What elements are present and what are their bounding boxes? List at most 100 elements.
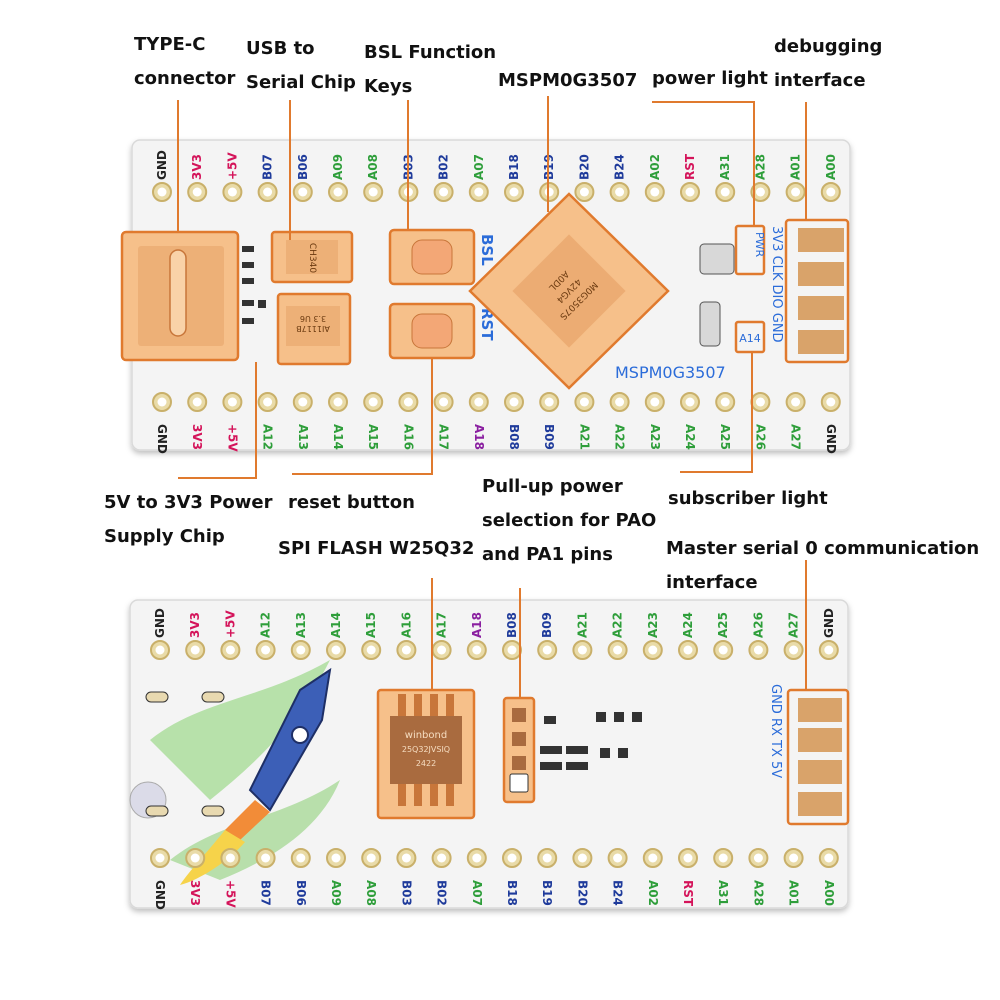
- callout-ldo: 5V to 3V3 Power Supply Chip: [104, 492, 273, 547]
- pin-label-5v: +5V: [223, 880, 237, 908]
- pin-hole: [685, 187, 695, 197]
- reset-button: [388, 302, 476, 360]
- pin-hole: [155, 853, 165, 863]
- callout-sub-light: subscriber light: [668, 488, 828, 509]
- pin-hole: [509, 187, 519, 197]
- ldo-chip: AI1117B 3.3 U6: [276, 292, 352, 366]
- debug-pin-labels: 3V3 CLK DIO GND: [769, 226, 784, 343]
- pin-label-a24: A24: [681, 612, 695, 638]
- user-led: A14: [734, 320, 766, 354]
- pin-hole: [190, 645, 200, 655]
- pin-hole: [263, 397, 273, 407]
- pin-label-b09: B09: [542, 424, 556, 450]
- pin-hole: [718, 645, 728, 655]
- pin-label-b20: B20: [577, 154, 591, 180]
- pin-label-a24: A24: [683, 424, 697, 450]
- pin-hole: [225, 853, 235, 863]
- pin-hole: [685, 397, 695, 407]
- pin-hole: [650, 187, 660, 197]
- callout-pullup: Pull-up power selection for PAO and PA1 …: [482, 476, 657, 565]
- pin-label-a31: A31: [718, 154, 732, 180]
- pin-hole: [296, 645, 306, 655]
- pin-label-b07: B07: [259, 880, 273, 906]
- pin-hole: [437, 853, 447, 863]
- pin-hole: [366, 853, 376, 863]
- pin-label-a18: A18: [472, 424, 486, 450]
- pin-label-b20: B20: [575, 880, 589, 906]
- pin-label-3v3: 3V3: [190, 424, 204, 450]
- usb-chip-marking: CH340: [307, 243, 317, 274]
- pin-label-gnd: GND: [822, 608, 836, 638]
- crystal-1: [699, 243, 735, 275]
- callout-typec: TYPE-C connector: [134, 34, 236, 89]
- pin-hole: [755, 187, 765, 197]
- pin-hole: [824, 645, 834, 655]
- usb-c-connector: [120, 230, 240, 362]
- callout-flash: SPI FLASH W25Q32: [278, 538, 475, 559]
- pin-label-b24: B24: [613, 154, 627, 180]
- pin-hole: [227, 397, 237, 407]
- pin-label-a17: A17: [437, 424, 451, 450]
- pin-hole: [613, 853, 623, 863]
- pin-hole: [683, 645, 693, 655]
- pin-label-gnd: GND: [155, 150, 169, 180]
- pin-label-b09: B09: [540, 612, 554, 638]
- pin-label-b08: B08: [505, 612, 519, 638]
- pin-label-a25: A25: [716, 612, 730, 638]
- pin-label-b07: B07: [261, 154, 275, 180]
- pin-label-a01: A01: [787, 880, 801, 906]
- debug-header: 3V3 CLK DIO GND: [769, 218, 850, 364]
- pin-label-gnd: GND: [153, 608, 167, 638]
- pin-hole: [826, 187, 836, 197]
- pin-hole: [615, 187, 625, 197]
- pin-hole: [579, 187, 589, 197]
- pin-label-a02: A02: [648, 154, 662, 180]
- pin-label-a31: A31: [716, 880, 730, 906]
- ldo-marking-2: 3.3 U6: [300, 314, 326, 323]
- pin-hole: [190, 853, 200, 863]
- pin-hole: [720, 187, 730, 197]
- pin-label-a15: A15: [364, 612, 378, 638]
- leader-lines: [177, 96, 807, 698]
- pin-label-a28: A28: [751, 880, 765, 906]
- pin-hole: [826, 397, 836, 407]
- uart0-header: GND RX TX 5V: [768, 684, 850, 826]
- pin-label-3v3: 3V3: [188, 612, 202, 638]
- pin-hole: [791, 397, 801, 407]
- silk-bsl: BSL: [478, 234, 496, 266]
- pin-hole: [753, 645, 763, 655]
- pin-hole: [437, 645, 447, 655]
- pin-label-b02: B02: [435, 880, 449, 906]
- pin-label-rst: RST: [683, 153, 697, 180]
- pin-hole: [507, 645, 517, 655]
- pin-hole: [331, 645, 341, 655]
- pin-label-a15: A15: [366, 424, 380, 450]
- pin-hole: [720, 397, 730, 407]
- pin-hole: [509, 397, 519, 407]
- pin-hole: [403, 397, 413, 407]
- pin-label-3v3: 3V3: [190, 154, 204, 180]
- pin-hole: [368, 397, 378, 407]
- pin-hole: [333, 187, 343, 197]
- pin-label-a12: A12: [261, 424, 275, 450]
- pin-hole: [368, 187, 378, 197]
- flash-marking-1: winbond: [405, 730, 447, 741]
- pin-label-a00: A00: [824, 154, 838, 180]
- pin-hole: [333, 397, 343, 407]
- pin-label-a28: A28: [753, 154, 767, 180]
- pin-hole: [157, 397, 167, 407]
- silk-brand: MSPM0G3507: [615, 363, 726, 382]
- pin-label-a26: A26: [753, 424, 767, 450]
- pullup-jumper: [502, 696, 536, 804]
- pin-label-rst: RST: [681, 880, 695, 907]
- pin-hole: [401, 853, 411, 863]
- pin-label-a21: A21: [575, 612, 589, 638]
- pin-label-a01: A01: [789, 154, 803, 180]
- pin-label-b19: B19: [540, 880, 554, 906]
- pin-hole: [683, 853, 693, 863]
- pin-hole: [650, 397, 660, 407]
